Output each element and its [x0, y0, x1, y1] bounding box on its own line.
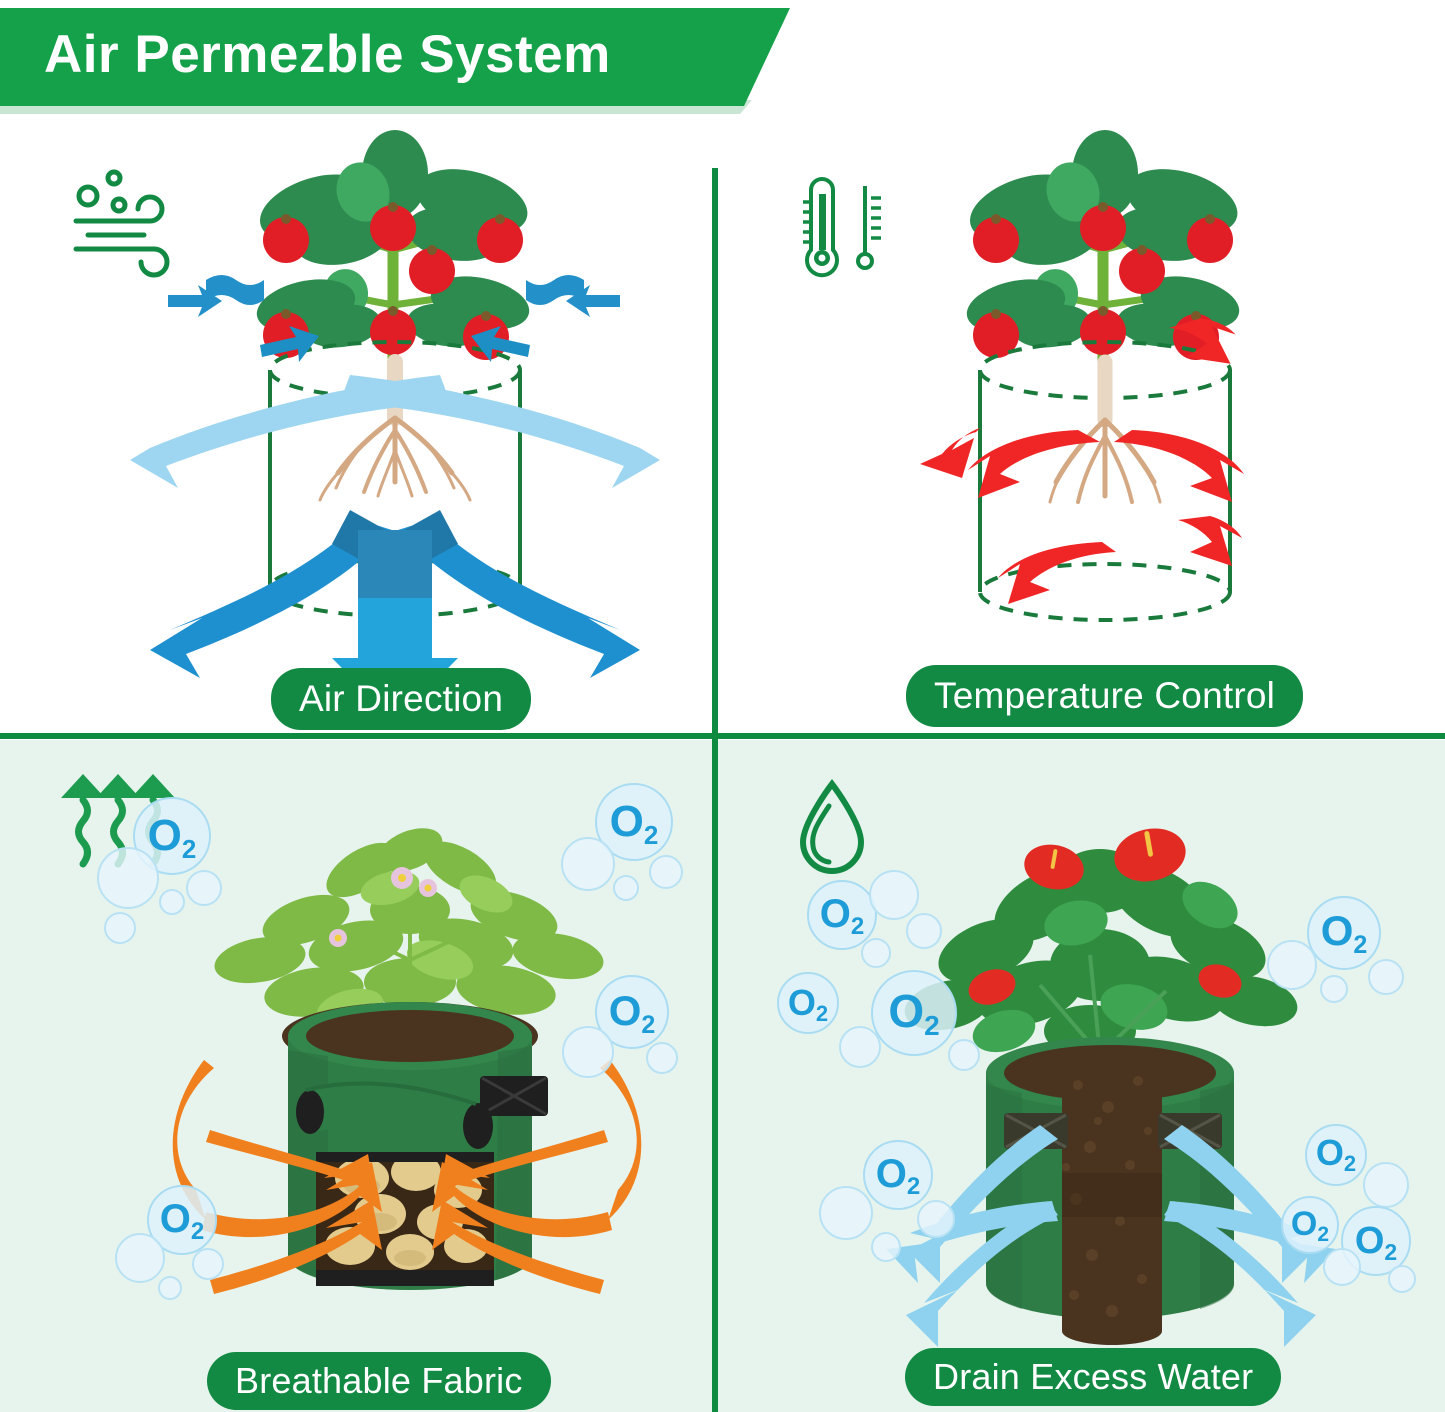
blue-inward-arrows-lower — [260, 326, 530, 362]
blue-inward-arrows — [168, 275, 620, 317]
vertical-divider — [712, 168, 718, 1412]
panel-air-direction: Air Direction — [0, 114, 712, 733]
temperature-control-illustration — [820, 130, 1410, 650]
page-title: Air Permezble System — [44, 25, 611, 84]
o2-bubble-cluster-left-mid: O2 O2 — [777, 970, 980, 1071]
soil-column — [1062, 1055, 1162, 1331]
o2-bubble-cluster-left-lower: O2 — [819, 1140, 955, 1262]
breathable-arrows-icon — [61, 772, 175, 868]
panel-drain-excess-water: O2 O2 O2 O2 — [718, 740, 1445, 1412]
o2-bubble-cluster-right-lower: O2 O2 — [1281, 1196, 1416, 1293]
label-text: Breathable Fabric — [235, 1360, 523, 1401]
title-banner — [0, 8, 790, 106]
panel-breathable-fabric: O2 O2 O2 — [0, 740, 712, 1412]
o2-bubble-cluster-left-bottom: O2 — [115, 1185, 224, 1300]
wind-icon — [62, 165, 174, 278]
root-system — [1048, 354, 1162, 504]
o2-bubble-cluster-left-top: O2 — [97, 797, 222, 944]
water-drop-icon — [795, 778, 869, 876]
label-temperature-control[interactable]: Temperature Control — [906, 665, 1304, 727]
label-air-direction[interactable]: Air Direction — [271, 668, 532, 730]
svg-text:O2: O2 — [888, 985, 939, 1041]
velcro-flap — [296, 1081, 493, 1149]
blue-drain-arrows — [886, 1125, 1336, 1347]
label-breathable-fabric[interactable]: Breathable Fabric — [207, 1352, 551, 1410]
thermometer-icon — [795, 168, 887, 278]
grow-bag-cutaway — [985, 1037, 1235, 1345]
o2-bubble-cluster-right-mid: O2 — [562, 975, 678, 1078]
anthurium-plant — [904, 828, 1298, 1057]
svg-text:O2: O2 — [820, 892, 864, 940]
label-text: Temperature Control — [934, 675, 1276, 716]
label-text: Air Direction — [299, 678, 504, 719]
drain-excess-water-illustration: O2 O2 O2 O2 — [777, 755, 1416, 1355]
breathable-fabric-illustration: O2 O2 O2 — [97, 760, 690, 1350]
blue-outflow-light — [130, 375, 660, 488]
air-direction-illustration — [110, 130, 680, 722]
red-circulation-arrows — [920, 318, 1244, 604]
o2-bubble-cluster-right-mid: O2 — [1305, 1124, 1409, 1208]
o2-bubble-cluster-right-upper: O2 — [1267, 896, 1404, 1003]
horizontal-divider — [0, 733, 1445, 739]
svg-text:O2: O2 — [1355, 1220, 1397, 1265]
orange-airflow-arrows — [172, 1060, 642, 1294]
potato-plant — [214, 828, 604, 1028]
label-drain-excess-water[interactable]: Drain Excess Water — [905, 1348, 1282, 1406]
svg-text:O2: O2 — [788, 982, 828, 1026]
o2-bubble-cluster-right-top: O2 — [561, 783, 683, 901]
panel-temperature-control: Temperature Control — [718, 114, 1445, 733]
label-text: Drain Excess Water — [933, 1356, 1254, 1397]
o2-bubble-cluster-left-upper: O2 — [807, 870, 942, 968]
